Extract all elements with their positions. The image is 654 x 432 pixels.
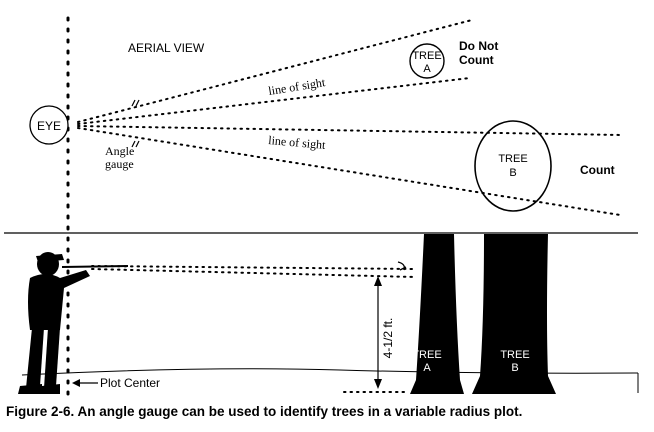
angle-gauge-marks	[131, 99, 140, 148]
line-of-sight-label-lower: line of sight	[268, 133, 327, 152]
line-of-sight-label-upper: line of sight	[267, 75, 326, 98]
sight-line-lower-outer	[77, 127, 621, 216]
side-sight-line	[91, 265, 416, 270]
tree-b-aerial-circle	[474, 120, 552, 212]
plot-center-arrow-head	[72, 379, 80, 387]
side-sight-line-2	[91, 268, 416, 278]
count-label: Count	[580, 163, 615, 177]
person-silhouette	[18, 252, 90, 394]
do-not-count-label-line2: Count	[459, 53, 494, 67]
figure-caption: Figure 2-6. An angle gauge can be used t…	[6, 404, 523, 419]
height-label: 4-1/2 ft.	[381, 318, 395, 359]
angle-gauge-label-line1: Angle	[105, 144, 134, 158]
tree-a-aerial-label-line2: A	[423, 63, 431, 75]
tree-b-side-label-line1: TREE	[500, 349, 529, 361]
tree-a-aerial-label-line1: TREE	[412, 50, 441, 62]
angle-gauge-label-line2: gauge	[105, 157, 134, 171]
plot-center-label: Plot Center	[100, 376, 160, 390]
tree-b-aerial-label-line1: TREE	[498, 153, 527, 165]
sight-line-lower-inner	[77, 125, 623, 136]
tree-a-side-label-line2: A	[423, 362, 431, 374]
tree-a-aerial-circle	[409, 43, 445, 79]
eye-label: EYE	[37, 119, 61, 133]
sight-lines	[77, 19, 623, 216]
tree-a-trunk	[410, 234, 464, 394]
gauge-sight-marker	[397, 261, 407, 271]
sight-line-upper-outer	[77, 19, 473, 123]
gauge-chain	[61, 265, 129, 268]
height-arrow-bottom	[374, 379, 382, 389]
aerial-view-title: AERIAL VIEW	[128, 41, 205, 55]
tree-b-side-label-line2: B	[511, 362, 518, 374]
tree-a-side-label-line1: TREE	[412, 349, 441, 361]
sight-line-upper-inner	[77, 77, 471, 125]
do-not-count-label-line1: Do Not	[459, 39, 498, 53]
tree-b-aerial-label-line2: B	[509, 167, 516, 179]
eye-circle	[29, 105, 69, 145]
height-arrow-top	[374, 276, 382, 286]
tree-b-trunk	[472, 234, 556, 394]
